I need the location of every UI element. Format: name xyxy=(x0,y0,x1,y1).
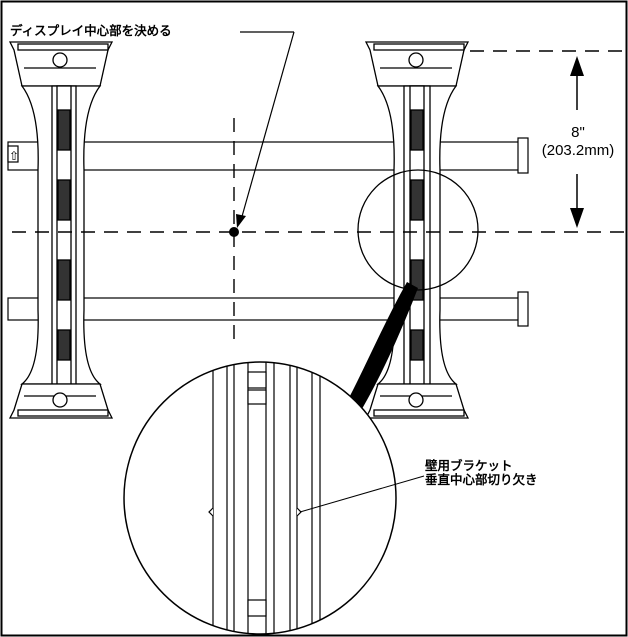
reference-lines xyxy=(12,50,625,345)
center-leader xyxy=(240,31,295,221)
center-label: ディスプレイ中心部を決める xyxy=(10,23,172,38)
dimension-arrow-down xyxy=(570,208,584,228)
bracket-notch-label-line1: 壁用ブラケット xyxy=(425,458,513,473)
center-point xyxy=(229,227,239,237)
detail-magnified-view xyxy=(123,361,397,635)
dimension-value-inches: 8" xyxy=(571,124,585,141)
dimension-arrow-up xyxy=(570,56,584,76)
detail-source-circle xyxy=(357,169,479,291)
bottom-rail xyxy=(7,291,529,327)
dimension-value-mm: (203.2mm) xyxy=(541,142,615,159)
notch-leader xyxy=(299,475,425,513)
left-bracket xyxy=(8,41,114,419)
arrow-up-icon: ⇧ xyxy=(9,149,19,163)
dimension-label: 8" (203.2mm) xyxy=(528,124,628,160)
bracket-notch-label: 壁用ブラケット 垂直中心部切り欠き xyxy=(425,459,538,487)
top-rail xyxy=(7,137,529,174)
bracket-notch-label-line2: 垂直中心部切り欠き xyxy=(425,472,538,487)
center-leader-arrowhead xyxy=(236,214,246,228)
